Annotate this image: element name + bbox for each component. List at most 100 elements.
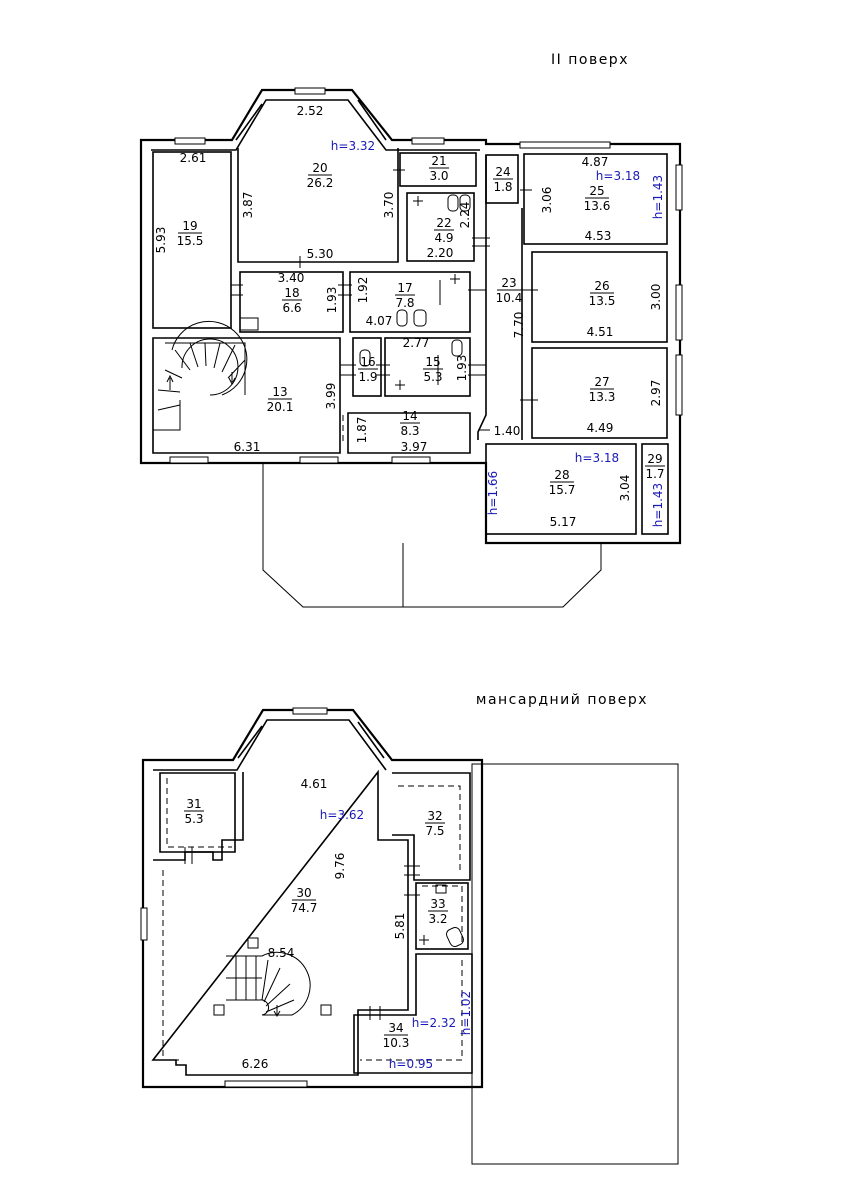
room-30-area: 74.7 (291, 901, 318, 915)
room-23-num: 23 (501, 276, 516, 290)
window (292, 707, 328, 715)
window (675, 284, 683, 341)
room-20-walls (237, 148, 399, 263)
room-15-walls (384, 337, 471, 397)
room-33-num: 33 (430, 897, 445, 911)
room-15-area: 5.3 (423, 370, 442, 384)
room-26-walls (531, 251, 668, 343)
height-30: h=3.62 (320, 808, 364, 822)
room-labels: 13 20.1 14 8.3 15 5.3 16 1.9 17 7.8 18 6… (177, 154, 665, 497)
room-32-area: 7.5 (425, 824, 444, 838)
toilet-icon (459, 194, 471, 212)
window (519, 141, 611, 149)
room-15-num: 15 (425, 355, 440, 369)
room-27-num: 27 (594, 375, 609, 389)
dim-1-93: 1.93 (325, 287, 339, 314)
room-20-num: 20 (312, 161, 327, 175)
room-32-walls (392, 772, 471, 881)
dim-4-49: 4.49 (587, 421, 614, 435)
dimension-labels: 4.61 9.76 5.81 8.54 6.26 (242, 777, 407, 1071)
column-block (213, 1004, 225, 1016)
room-21-num: 21 (431, 154, 446, 168)
height-labels: h=3.32 h=3.18 h=1.43 h=3.18 h=1.66 h=1.4… (331, 139, 665, 527)
dim-3-00: 3.00 (649, 284, 663, 311)
room-28-walls (485, 443, 637, 535)
dim-3-97: 3.97 (401, 440, 428, 454)
room-25-area: 13.6 (584, 199, 611, 213)
room-17-walls (349, 271, 471, 333)
dim-6-31: 6.31 (234, 440, 261, 454)
dim-4-51: 4.51 (587, 325, 614, 339)
attic-floor-plan: мансардний поверх (140, 692, 679, 1165)
dim-8-54: 8.54 (268, 946, 295, 960)
dim-7-70: 7.70 (512, 312, 526, 339)
window (140, 907, 148, 941)
dim-3-40: 3.40 (278, 271, 305, 285)
room-24-walls (485, 154, 519, 204)
room-18-num: 18 (284, 286, 299, 300)
toilet-icon (447, 194, 459, 212)
room-14-walls (347, 412, 471, 454)
dimension-labels: 2.52 2.61 3.87 3.70 5.93 5.30 3.40 1.93 … (154, 104, 663, 529)
room-33-area: 3.2 (428, 912, 447, 926)
height-28: h=3.18 (575, 451, 619, 465)
door-marks (184, 847, 420, 1020)
inner-wall-line (151, 99, 480, 151)
drain-icon (413, 196, 423, 206)
dim-2-61: 2.61 (180, 151, 207, 165)
window (357, 721, 385, 759)
room-18-area: 6.6 (282, 301, 301, 315)
window (224, 1080, 308, 1088)
dim-2-20: 2.20 (427, 246, 454, 260)
room-34-area: 10.3 (383, 1036, 410, 1050)
height-20: h=3.32 (331, 139, 375, 153)
inner-wall-line (153, 719, 387, 771)
room-20-area: 26.2 (307, 176, 334, 190)
toilet-icon (445, 927, 465, 947)
corridor-23-wall (477, 155, 487, 440)
room-13-walls (152, 337, 341, 454)
room-24-num: 24 (495, 165, 510, 179)
room-26-num: 26 (594, 279, 609, 293)
floor-2-plan: II поверх (139, 52, 683, 608)
room-34-num: 34 (388, 1021, 403, 1035)
window (174, 137, 206, 145)
room-25-num: 25 (589, 184, 604, 198)
room-14-num: 14 (402, 409, 417, 423)
room-25-walls (523, 153, 668, 245)
window (391, 456, 431, 464)
window (411, 137, 445, 145)
floor-2-title: II поверх (551, 52, 629, 68)
room-19-num: 19 (182, 219, 197, 233)
dim-6-26: 6.26 (242, 1057, 269, 1071)
room-13-num: 13 (272, 385, 287, 399)
height-25-slope: h=1.43 (651, 175, 665, 219)
dim-1-40: 1.40 (494, 424, 521, 438)
room-28-area: 15.7 (549, 483, 576, 497)
window (675, 354, 683, 416)
staircase (226, 951, 311, 1017)
dim-9-76: 9.76 (333, 853, 347, 880)
height-34-low: h=0.95 (389, 1057, 433, 1071)
terrace-outline (402, 543, 602, 608)
height-28-slope: h=1.66 (486, 471, 500, 515)
room-17-area: 7.8 (395, 296, 414, 310)
door-marks (231, 169, 538, 445)
attic-floor-title: мансардний поверх (476, 692, 648, 708)
window (169, 456, 209, 464)
room-29-walls (641, 443, 669, 535)
room-29-num: 29 (647, 452, 662, 466)
room-26-area: 13.5 (589, 294, 616, 308)
room-23-area: 10.4 (496, 291, 523, 305)
room-labels: 30 74.7 31 5.3 32 7.5 33 3.2 34 10.3 (184, 797, 448, 1050)
column-block (320, 1004, 332, 1016)
dim-5-81: 5.81 (393, 913, 407, 940)
room-19-area: 15.5 (177, 234, 204, 248)
room-16-num: 16 (360, 355, 375, 369)
window (237, 725, 263, 759)
room-16-area: 1.9 (358, 370, 377, 384)
dim-2-24: 2.24 (458, 202, 472, 229)
toilet-icon (359, 349, 371, 367)
dim-2-77: 2.77 (403, 336, 430, 350)
dim-4-61: 4.61 (301, 777, 328, 791)
